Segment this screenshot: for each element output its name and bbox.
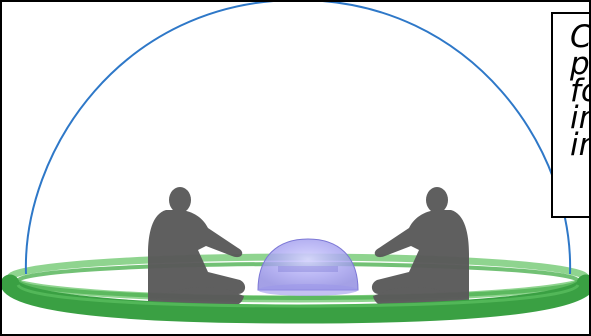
caption-line-5: in xyxy=(570,132,591,159)
caption-box: C p fo in in xyxy=(551,12,591,218)
left-seated-person-icon xyxy=(148,187,245,308)
right-seated-person-icon xyxy=(372,187,469,308)
small-dome-icon xyxy=(258,239,358,296)
large-dome-outline xyxy=(26,2,570,274)
